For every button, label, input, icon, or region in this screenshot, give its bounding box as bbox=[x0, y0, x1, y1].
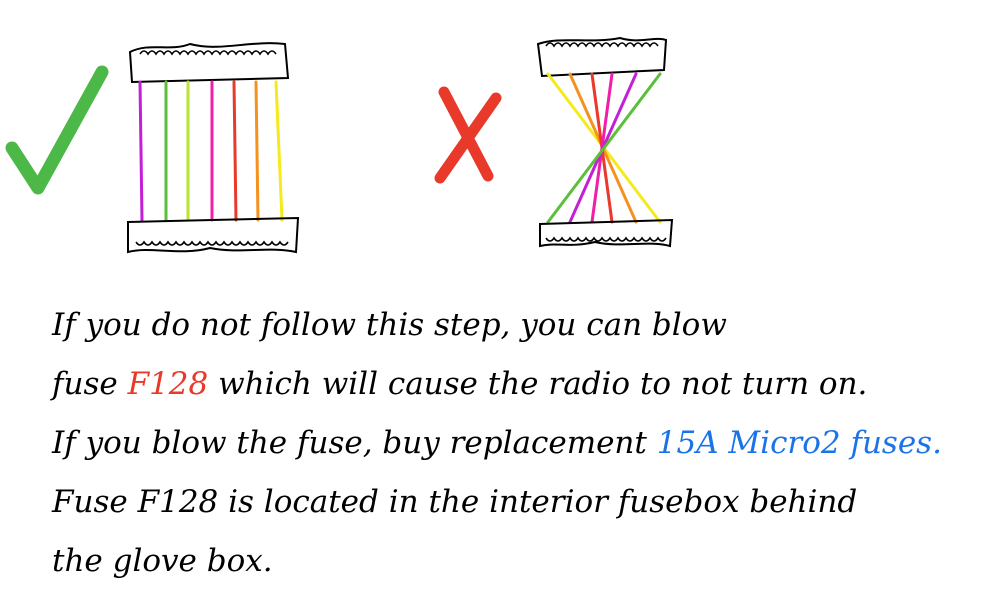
note-text: which will cause the radio to not turn o… bbox=[208, 366, 868, 402]
wire bbox=[138, 80, 144, 222]
wire bbox=[254, 80, 260, 222]
bottom-connector bbox=[539, 218, 674, 248]
connector-diagram bbox=[5, 36, 674, 254]
wire bbox=[232, 80, 238, 222]
note-text: If you blow the fuse, buy replacement bbox=[52, 425, 657, 461]
fuse-type: 15A Micro2 fuses. bbox=[656, 425, 942, 461]
top-connector bbox=[536, 36, 668, 78]
warning-note: If you do not follow this step, you can … bbox=[52, 296, 982, 591]
fuse-id: F128 bbox=[127, 366, 209, 402]
note-line-3: If you blow the fuse, buy replacement 15… bbox=[52, 414, 982, 473]
note-text: If you do not follow this step, you can … bbox=[52, 307, 727, 343]
note-line-2: fuse F128 which will cause the radio to … bbox=[52, 355, 982, 414]
note-line-5: the glove box. bbox=[52, 532, 982, 591]
note-text: fuse bbox=[52, 366, 128, 402]
wire bbox=[274, 80, 284, 222]
correct-example bbox=[5, 42, 300, 254]
bottom-connector bbox=[127, 216, 300, 254]
top-connector bbox=[128, 42, 290, 84]
straight-wires bbox=[138, 80, 284, 222]
incorrect-example bbox=[434, 36, 674, 248]
x-mark-icon bbox=[434, 86, 502, 184]
note-text: Fuse F128 is located in the interior fus… bbox=[52, 484, 858, 520]
note-line-1: If you do not follow this step, you can … bbox=[52, 296, 982, 355]
note-text: the glove box. bbox=[52, 543, 273, 579]
crossed-wires bbox=[546, 72, 662, 224]
wire bbox=[546, 72, 662, 224]
note-line-4: Fuse F128 is located in the interior fus… bbox=[52, 473, 982, 532]
check-mark-icon bbox=[5, 65, 109, 195]
